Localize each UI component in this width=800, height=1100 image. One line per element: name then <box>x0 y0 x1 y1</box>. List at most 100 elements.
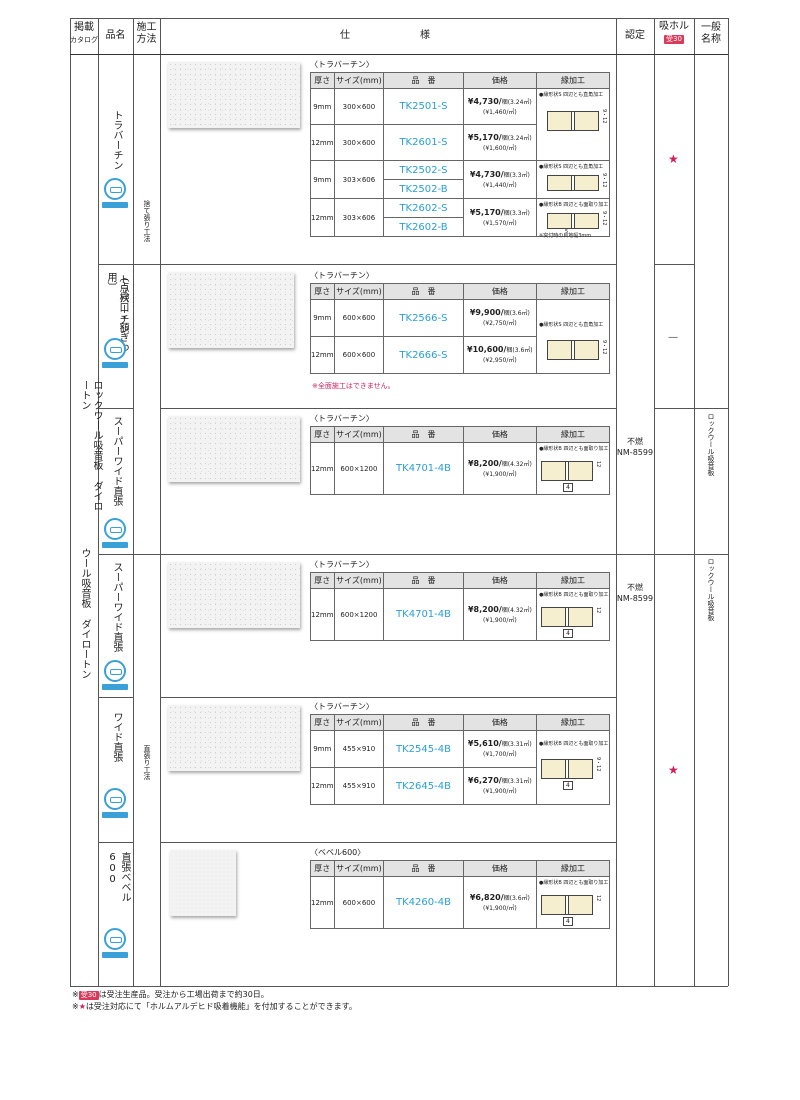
price: ¥6,820/梱(3.6㎡)(¥1,900/㎡) <box>462 876 538 929</box>
spec-table: 厚さ サイズ(mm) 品 番 価格 縁加工 9mm 300×600 TK2501… <box>310 72 610 239</box>
col-part: 品 番 <box>383 714 464 731</box>
part-number: TK2502-S <box>383 160 464 180</box>
edge-detail: ●縁形状S 四辺とも直角加工 9・12 <box>536 160 610 199</box>
thickness: 9mm <box>310 299 335 337</box>
product-name: トラバーチン <box>111 110 122 170</box>
price: ¥8,200/梱(4.32㎡)(¥1,900/㎡) <box>462 442 538 495</box>
part-number: TK2601-S <box>383 124 464 161</box>
acoustic-icon <box>104 928 126 950</box>
col-edge: 縁加工 <box>536 572 610 589</box>
general-name: ロックウール吸音板 <box>707 558 715 621</box>
general-name: ロックウール吸音板 <box>707 413 715 476</box>
price: ¥5,610/梱(3.31㎡)(¥1,700/㎡) <box>462 730 538 768</box>
grid-line <box>70 54 728 55</box>
row-divider <box>98 697 133 698</box>
group-label: 〈トラバーチン〉 <box>310 702 374 711</box>
thickness: 12mm <box>310 767 335 805</box>
group-label: 〈トラバーチン〉 <box>310 271 374 280</box>
price: ¥9,900/梱(3.6㎡)(¥2,750/㎡) <box>462 299 538 337</box>
header-certification: 認定 <box>625 30 645 41</box>
col-size: サイズ(mm) <box>333 572 385 589</box>
col-price: 価格 <box>462 714 538 731</box>
size: 300×600 <box>333 88 385 125</box>
part-number: TK4701-4B <box>383 442 464 495</box>
edge-diagram <box>547 340 600 360</box>
size: 300×600 <box>333 124 385 161</box>
col-size: サイズ(mm) <box>333 283 385 300</box>
header-general-name: 一般 名称 <box>701 22 721 45</box>
col-thickness: 厚さ <box>310 860 335 877</box>
col-edge: 縁加工 <box>536 72 610 89</box>
acoustic-label-icon <box>102 362 128 368</box>
col-price: 価格 <box>462 72 538 89</box>
acoustic-label-icon <box>102 542 128 548</box>
price: ¥5,170/梱(3.3㎡)(¥1,570/㎡) <box>462 198 538 237</box>
grid-line <box>694 18 695 986</box>
header-method: 施工 方法 <box>136 22 157 45</box>
size: 600×1200 <box>333 588 385 641</box>
product-name-sub: 〔点検口・額ぎわ用〕 <box>105 272 128 352</box>
edge-detail: ●縁形状B 四辺とも面取り加工 12 4 <box>536 588 610 641</box>
acoustic-label-icon <box>102 952 128 958</box>
product-photo <box>168 416 300 482</box>
grid-line <box>70 18 71 986</box>
certification: 不燃 NM-8599 <box>616 583 654 603</box>
construction-method: 直張り工法 <box>143 745 151 780</box>
product-name: ワイド直張 <box>111 712 122 762</box>
star-mark: ★ <box>668 152 679 166</box>
row-divider <box>160 697 616 698</box>
part-number: TK4701-4B <box>383 588 464 641</box>
certification: 不燃 NM-8599 <box>616 437 654 457</box>
edge-diagram <box>547 111 600 131</box>
edge-detail: ●縁形状B 四辺とも面取り加工 12 4 <box>536 442 610 495</box>
product-photo <box>168 562 300 628</box>
product-photo <box>168 705 300 771</box>
catalog-label: ロックウール吸音板 ダイロートン <box>79 380 102 511</box>
edge-footnote: ※突付時の目地幅3mm <box>539 233 592 239</box>
grid-line <box>160 18 161 986</box>
edge-diagram <box>547 213 600 229</box>
edge-detail: ●縁形状S 四辺とも直角加工 9・12 <box>536 299 610 374</box>
grid-line <box>654 18 655 986</box>
product-photo <box>168 272 294 348</box>
col-size: サイズ(mm) <box>333 72 385 89</box>
header-catalog: 掲載 カタログ <box>70 22 98 44</box>
price: ¥4,730/梱(3.24㎡)(¥1,460/㎡) <box>462 88 538 125</box>
thickness: 12mm <box>310 876 335 929</box>
col-size: サイズ(mm) <box>333 860 385 877</box>
edge-diagram <box>541 895 594 915</box>
group-label: 〈トラバーチン〉 <box>310 414 374 423</box>
dash-mark: — <box>668 332 678 343</box>
acoustic-label-icon <box>102 202 128 208</box>
group-label: 〈トラバーチン〉 <box>310 560 374 569</box>
col-edge: 縁加工 <box>536 714 610 731</box>
acoustic-label-icon <box>102 684 128 690</box>
spec-table: 厚さ サイズ(mm) 品 番 価格 縁加工 12mm 600×1200 TK47… <box>310 572 610 641</box>
acoustic-icon <box>104 788 126 810</box>
row-divider <box>160 842 616 843</box>
size: 600×600 <box>333 876 385 929</box>
size: 600×1200 <box>333 442 385 495</box>
grid-line <box>616 18 617 986</box>
acoustic-icon <box>104 518 126 540</box>
part-number: TK2502-B <box>383 179 464 199</box>
catalog-label: ウール吸音板 ダイロートン <box>79 548 90 679</box>
part-number: TK2666-S <box>383 336 464 374</box>
grid-line <box>70 986 728 987</box>
grid-line <box>70 18 728 19</box>
group-label: 〈ベベル600〉 <box>310 848 366 857</box>
product-name: スーパーワイド直張 <box>111 416 122 506</box>
col-part: 品 番 <box>383 860 464 877</box>
price: ¥4,730/梱(3.3㎡)(¥1,440/㎡) <box>462 160 538 199</box>
size: 303×606 <box>333 198 385 237</box>
edge-detail: ●縁形状B 四辺とも面取り加工 9・12 4 <box>536 730 610 805</box>
row-divider <box>98 264 616 265</box>
size: 600×600 <box>333 336 385 374</box>
thickness: 9mm <box>310 160 335 199</box>
acoustic-icon <box>104 178 126 200</box>
col-size: サイズ(mm) <box>333 426 385 443</box>
row-divider <box>98 408 133 409</box>
thickness: 12mm <box>310 198 335 237</box>
size: 455×910 <box>333 730 385 768</box>
